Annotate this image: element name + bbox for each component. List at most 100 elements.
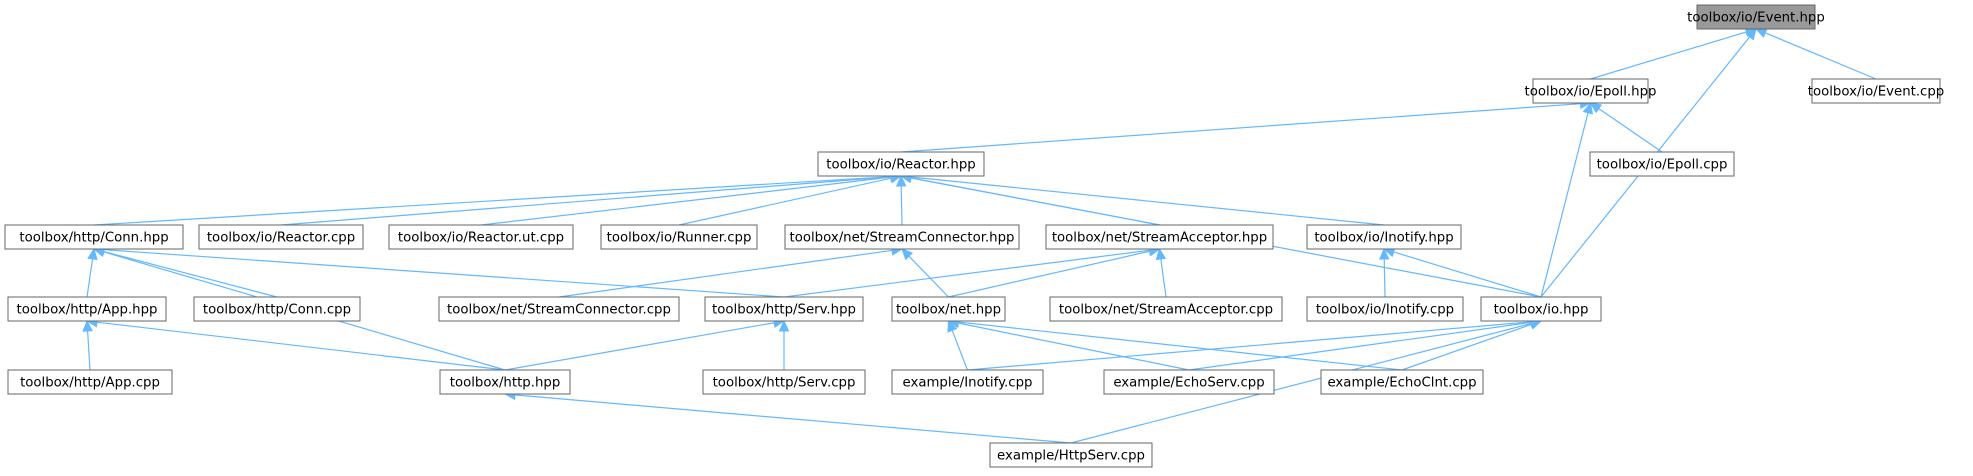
node-box [989, 442, 1153, 468]
node-toolbox-io-inotify-hpp[interactable]: toolbox/io/Inotify.hpp [1306, 224, 1462, 250]
edge-line [1188, 321, 1532, 371]
edge-line [1590, 31, 1747, 80]
node-toolbox-http-app-hpp[interactable]: toolbox/http/App.hpp [7, 296, 167, 322]
node-toolbox-io-event-cpp[interactable]: toolbox/io/Event.cpp [1808, 78, 1945, 104]
edge-toolbox-http-hpp-to-toolbox-http-serv-hpp [504, 317, 786, 371]
node-label: toolbox/net/StreamConnector.cpp [447, 303, 671, 318]
edge-line [967, 321, 1532, 371]
node-toolbox-io-event-hpp[interactable]: toolbox/io/Event.hpp [1687, 4, 1825, 30]
edge-toolbox-io-reactor-hpp-to-toolbox-io-epoll-hpp [900, 98, 1592, 153]
node-toolbox-net-streamacceptor-hpp[interactable]: toolbox/net/StreamAcceptor.hpp [1045, 224, 1274, 250]
node-box [704, 296, 864, 322]
node-toolbox-io-reactor-cpp[interactable]: toolbox/io/Reactor.cpp [198, 224, 364, 250]
node-toolbox-net-streamconnector-hpp[interactable]: toolbox/net/StreamConnector.hpp [784, 224, 1020, 250]
node-toolbox-io-reactor-hpp[interactable]: toolbox/io/Reactor.hpp [817, 151, 985, 177]
node-toolbox-io-reactor-ut-cpp[interactable]: toolbox/io/Reactor.ut.cpp [388, 224, 574, 250]
nodes-layer: toolbox/io/Event.hpp toolbox/io/Epoll.hpp… [4, 4, 1945, 468]
edge-line [951, 330, 969, 371]
node-box [1696, 4, 1816, 30]
node-example-echoclnt-cpp[interactable]: example/EchoClnt.cpp [1320, 369, 1484, 395]
node-label: toolbox/http/Serv.cpp [713, 376, 856, 391]
node-label: toolbox/http/Conn.cpp [203, 303, 351, 318]
node-box [193, 296, 361, 322]
node-toolbox-net-hpp[interactable]: toolbox/net.hpp [891, 296, 1006, 322]
node-box [1306, 296, 1464, 322]
edge-line [1401, 323, 1532, 371]
node-box [1480, 296, 1602, 322]
node-toolbox-net-streamacceptor-cpp[interactable]: toolbox/net/StreamAcceptor.cpp [1049, 296, 1283, 322]
node-toolbox-http-serv-cpp[interactable]: toolbox/http/Serv.cpp [702, 369, 866, 395]
edge-example-echoclnt-cpp-to-toolbox-net-hpp [947, 316, 1403, 371]
node-toolbox-net-streamconnector-cpp[interactable]: toolbox/net/StreamConnector.cpp [438, 296, 680, 322]
edge-line [783, 249, 1150, 298]
node-toolbox-http-conn-cpp[interactable]: toolbox/http/Conn.cpp [193, 296, 361, 322]
node-toolbox-io-inotify-cpp[interactable]: toolbox/io/Inotify.cpp [1306, 296, 1464, 322]
edge-toolbox-http-conn-hpp-to-toolbox-io-reactor-hpp [93, 171, 903, 226]
edge-toolbox-net-streamacceptor-cpp-to-toolbox-net-streamacceptor-hpp [1155, 247, 1167, 298]
edge-line [86, 258, 94, 298]
arrowhead-icon [1378, 247, 1390, 260]
edge-line [87, 330, 91, 371]
arrowhead-icon [1745, 28, 1757, 41]
node-toolbox-http-hpp[interactable]: toolbox/http.hpp [439, 369, 571, 395]
node-box [1320, 369, 1484, 395]
node-box [7, 296, 167, 322]
node-label: toolbox/net/StreamConnector.hpp [789, 231, 1014, 246]
node-label: toolbox/http/Serv.hpp [712, 303, 856, 318]
node-box [817, 151, 985, 177]
node-label: toolbox/http/Conn.hpp [19, 231, 168, 246]
edge-toolbox-io-event-cpp-to-toolbox-io-event-hpp [1754, 28, 1877, 80]
node-box [1532, 78, 1649, 104]
node-box [7, 369, 173, 395]
edge-toolbox-http-serv-hpp-to-toolbox-net-streamacceptor-hpp [783, 245, 1161, 298]
node-label: toolbox/io/Event.cpp [1808, 85, 1945, 100]
node-label: toolbox/net/StreamAcceptor.hpp [1052, 231, 1267, 246]
edge-line [103, 250, 278, 298]
arrowhead-icon [778, 319, 790, 332]
node-label: toolbox/io/Epoll.hpp [1525, 85, 1657, 100]
node-example-inotify-cpp[interactable]: example/Inotify.cpp [891, 369, 1044, 395]
node-toolbox-io-epoll-hpp[interactable]: toolbox/io/Epoll.hpp [1525, 78, 1657, 104]
edge-line [93, 176, 892, 226]
node-toolbox-io-runner-cpp[interactable]: toolbox/io/Runner.cpp [600, 224, 758, 250]
node-toolbox-io-epoll-cpp[interactable]: toolbox/io/Epoll.cpp [1589, 151, 1735, 177]
arrowhead-icon [895, 174, 907, 187]
node-box [784, 224, 1020, 250]
edge-line [1764, 32, 1877, 80]
arrowhead-icon [901, 248, 914, 261]
node-toolbox-http-conn-hpp[interactable]: toolbox/http/Conn.hpp [4, 224, 184, 250]
edge-toolbox-io-epoll-hpp-to-toolbox-io-event-hpp [1590, 26, 1758, 80]
node-label: toolbox/io.hpp [1494, 303, 1589, 318]
node-box [4, 224, 184, 250]
node-toolbox-http-serv-hpp[interactable]: toolbox/http/Serv.hpp [704, 296, 864, 322]
node-box [600, 224, 758, 250]
edge-line [514, 394, 1072, 444]
edge-toolbox-io-epoll-cpp-to-toolbox-io-epoll-hpp [1589, 102, 1663, 153]
node-label: toolbox/net/StreamAcceptor.cpp [1059, 303, 1273, 318]
edges-layer [82, 26, 1877, 444]
edge-line [1383, 258, 1386, 298]
node-label: toolbox/http/App.cpp [20, 376, 160, 391]
node-example-httpserv-cpp[interactable]: example/HttpServ.cpp [989, 442, 1153, 468]
edge-line [103, 249, 785, 298]
edge-toolbox-http-conn-cpp-to-toolbox-http-conn-hpp [92, 246, 278, 298]
node-label: toolbox/io/Reactor.ut.cpp [398, 231, 564, 246]
edge-toolbox-io-inotify-hpp-to-toolbox-io-reactor-hpp [899, 171, 1385, 226]
node-label: example/Inotify.cpp [903, 376, 1033, 391]
node-toolbox-io-hpp[interactable]: toolbox/io.hpp [1480, 296, 1602, 322]
node-label: toolbox/io/Reactor.cpp [207, 231, 355, 246]
edge-example-echoserv-cpp-to-toolbox-net-hpp [947, 317, 1190, 371]
edge-toolbox-io-hpp-to-toolbox-io-epoll-hpp [1540, 101, 1594, 298]
node-toolbox-http-app-cpp[interactable]: toolbox/http/App.cpp [7, 369, 173, 395]
arrowhead-icon [1155, 247, 1167, 261]
edge-toolbox-http-hpp-to-toolbox-http-app-hpp [85, 316, 506, 371]
node-example-echoserv-cpp[interactable]: example/EchoServ.cpp [1103, 369, 1275, 395]
node-label: toolbox/io/Inotify.cpp [1316, 303, 1454, 318]
arrowhead-icon [82, 319, 93, 332]
edge-line [910, 176, 1385, 226]
edge-toolbox-io-reactor-cpp-to-toolbox-io-reactor-hpp [280, 171, 903, 226]
node-box [891, 369, 1044, 395]
node-box [702, 369, 866, 395]
edge-line [1540, 112, 1589, 298]
node-label: toolbox/net.hpp [896, 303, 1001, 318]
